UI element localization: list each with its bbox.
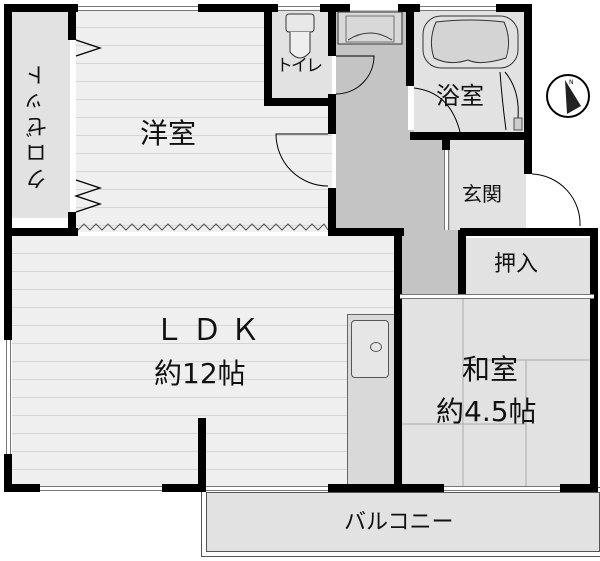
closet-bottom-wall <box>4 228 78 236</box>
wall-ldk-divider <box>198 418 206 492</box>
entrance-floor <box>450 140 526 230</box>
toilet-right-wall-bottom <box>328 94 336 134</box>
bath-left-wall-top <box>406 4 414 86</box>
ldk-right-wall <box>394 230 402 490</box>
wall-left-ldk <box>4 234 12 340</box>
washitsu-balcony-window[interactable] <box>444 486 560 491</box>
wall-right-lower <box>590 232 598 492</box>
balcony-label: バルコニー <box>344 510 454 535</box>
wall-left-ldk-bottom <box>4 454 12 490</box>
storage-label: 押入 <box>494 252 539 277</box>
entrance-bottom-wall <box>460 228 598 236</box>
closet-floor <box>12 10 70 218</box>
toilet-bottom-wall <box>264 98 336 106</box>
bathroom-label: 浴室 <box>436 82 484 110</box>
western-right-wall <box>328 188 336 236</box>
closet-label: クロゼット <box>26 60 51 190</box>
toilet-right-wall-top <box>328 4 336 56</box>
closet-inner-wall-top <box>68 4 76 40</box>
closet-inner-wall-bottom <box>68 212 76 234</box>
wall-ldk-top-right <box>328 228 404 236</box>
ldk-balcony-window-right[interactable] <box>206 486 328 491</box>
wall-top-mid <box>198 4 278 12</box>
toilet-window <box>278 6 320 11</box>
japanese-room-floor <box>402 298 590 486</box>
entrance-left-wall <box>442 136 450 150</box>
wall-bottom-washitsu-left <box>398 484 444 492</box>
wall-top-bath2 <box>496 4 530 12</box>
ldk-balcony-window-left[interactable] <box>40 486 162 491</box>
sink-drain-icon <box>370 342 382 352</box>
bath-window <box>420 6 496 11</box>
entrance-side-window <box>444 150 449 230</box>
toilet-label: トイレ <box>276 56 323 76</box>
ldk-size: 約12帖 <box>154 357 246 390</box>
ldk-side-window <box>6 340 11 454</box>
bath-bottom-wall <box>410 132 532 140</box>
balcony-floor <box>201 487 600 557</box>
storage-floor <box>466 238 590 294</box>
wall-top-left <box>4 4 78 12</box>
storage-sliding-door[interactable] <box>400 294 594 299</box>
wall-bottom-kitchen <box>328 484 408 492</box>
japanese-room-label: 和室 <box>462 353 519 386</box>
western-room-label: 洋室 <box>140 117 197 150</box>
hallway-floor <box>336 10 408 232</box>
wall-bottom-washitsu <box>560 484 598 492</box>
japanese-room-size: 約4.5帖 <box>436 395 537 428</box>
wall-right-bath <box>524 4 532 174</box>
wall-bottom-left <box>4 484 40 492</box>
wall-left-top <box>4 4 12 234</box>
ldk-label: ＬＤＫ <box>154 313 268 348</box>
western-room-window <box>78 6 198 11</box>
ldk-floor <box>12 236 400 486</box>
entrance-label: 玄関 <box>462 182 502 206</box>
storage-left-wall <box>458 230 466 294</box>
compass-north-label: N <box>569 79 574 86</box>
toilet-left-wall <box>264 4 272 104</box>
wall-bottom-mid <box>162 484 206 492</box>
